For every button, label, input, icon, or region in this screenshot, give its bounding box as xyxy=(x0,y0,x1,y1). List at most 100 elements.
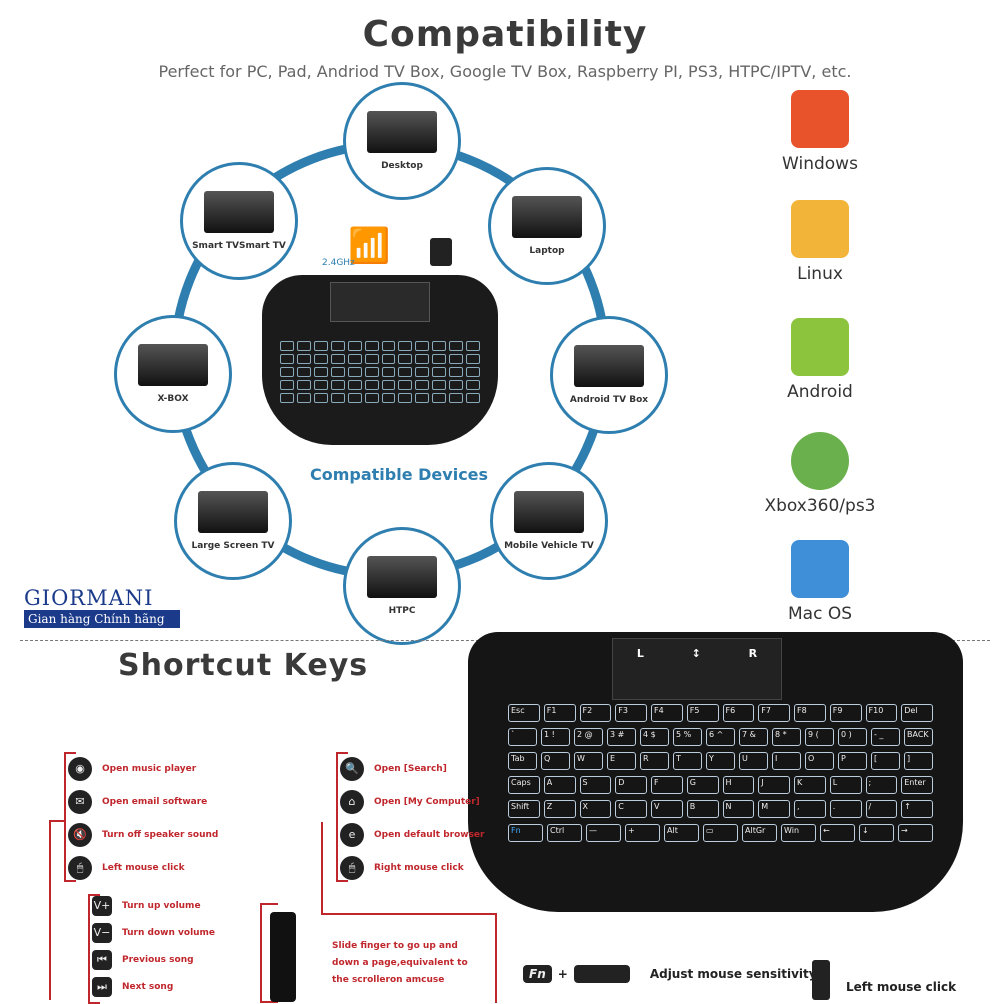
key xyxy=(330,341,345,351)
key xyxy=(296,367,311,377)
key: F9 xyxy=(829,704,862,722)
wifi-icon: 📶 xyxy=(348,226,391,266)
key xyxy=(381,354,396,364)
key xyxy=(296,393,311,403)
key: F3 xyxy=(615,704,647,722)
os-label: Android xyxy=(787,382,853,402)
key xyxy=(364,367,379,377)
brand-tagline: Gian hàng Chính hãng xyxy=(24,610,180,628)
device-1: Laptop xyxy=(488,167,606,285)
key: Z xyxy=(543,800,576,818)
usb-dongle-image xyxy=(430,238,452,266)
key xyxy=(432,354,447,364)
key: L xyxy=(829,776,862,794)
device-label: Laptop xyxy=(529,246,565,256)
key: Caps xyxy=(508,776,540,794)
key: F8 xyxy=(794,704,826,722)
device-label: Android TV Box xyxy=(569,395,649,405)
key: + xyxy=(625,824,660,842)
key xyxy=(313,354,328,364)
key xyxy=(364,393,379,403)
key xyxy=(347,367,362,377)
os-logo-icon xyxy=(791,540,849,598)
touchpad-right-label: R xyxy=(748,647,758,660)
key: W xyxy=(574,752,603,770)
key xyxy=(449,367,464,377)
key: / xyxy=(865,800,898,818)
os-item: Windows xyxy=(760,90,880,174)
key: Shift xyxy=(508,800,540,818)
key: 7 & xyxy=(739,728,768,746)
key xyxy=(466,341,480,351)
device-label: HTPC xyxy=(388,606,416,616)
key xyxy=(364,380,379,390)
key xyxy=(415,341,430,351)
device-0: Desktop xyxy=(343,82,461,200)
shortcut-label: Turn up volume xyxy=(122,900,201,911)
shortcut-icon: ✉ xyxy=(68,789,92,814)
device-label: Large Screen TV xyxy=(191,541,275,551)
device-label: Desktop xyxy=(381,161,423,171)
shortcut-icon: 🔍 xyxy=(340,756,364,781)
key: F2 xyxy=(579,704,612,722)
device-2: Android TV Box xyxy=(550,316,668,434)
key: T xyxy=(673,752,702,770)
key xyxy=(398,354,413,364)
key xyxy=(381,380,396,390)
device-label: Mobile Vehicle TV xyxy=(504,541,594,551)
key: Del xyxy=(901,704,933,722)
key: D xyxy=(615,776,647,794)
device-label: Smart TVSmart TV xyxy=(192,241,286,251)
key: B xyxy=(686,800,719,818)
key xyxy=(280,354,294,364)
key: 8 * xyxy=(772,728,801,746)
key xyxy=(280,380,294,390)
key xyxy=(381,367,396,377)
desktop-icon xyxy=(367,111,437,153)
os-label: Windows xyxy=(782,154,858,174)
key xyxy=(364,354,379,364)
key xyxy=(381,341,396,351)
bracket-line xyxy=(321,822,323,914)
shortcut-label: Open [My Computer] xyxy=(374,796,480,807)
key xyxy=(449,341,464,351)
key: — xyxy=(586,824,621,842)
key: AltGr xyxy=(742,824,777,842)
key xyxy=(398,341,413,351)
key: 9 ( xyxy=(805,728,834,746)
device-3: Mobile Vehicle TV xyxy=(490,462,608,580)
key: 2 @ xyxy=(574,728,603,746)
key: E xyxy=(607,752,636,770)
os-item: Mac OS xyxy=(760,540,880,624)
shortcut-item: 🖱Right mouse click xyxy=(340,851,484,884)
key xyxy=(432,393,447,403)
frequency-label: 2.4GHz xyxy=(322,258,355,268)
key: [ xyxy=(871,752,900,770)
touchpad-left-label: L xyxy=(636,647,644,660)
plus-sign: + xyxy=(557,967,568,981)
mouse-key xyxy=(573,965,630,983)
key: S xyxy=(579,776,612,794)
key xyxy=(415,380,430,390)
shortcut-label: Next song xyxy=(122,981,174,992)
key xyxy=(313,367,328,377)
key: ▭ xyxy=(703,824,738,842)
key xyxy=(449,380,464,390)
shortcut-item: ⏭Next song xyxy=(92,973,215,1000)
key: Tab xyxy=(508,752,537,770)
shortcut-icon: 🖱 xyxy=(68,855,92,880)
shortcut-label: Turn down volume xyxy=(122,927,216,938)
key: H xyxy=(722,776,755,794)
shortcut-item: V+Turn up volume xyxy=(92,892,215,919)
key: C xyxy=(615,800,647,818)
shortcut-label: Right mouse click xyxy=(374,862,464,873)
os-logo-icon xyxy=(791,90,849,148)
key xyxy=(280,393,294,403)
key: F5 xyxy=(686,704,719,722)
key xyxy=(280,341,294,351)
